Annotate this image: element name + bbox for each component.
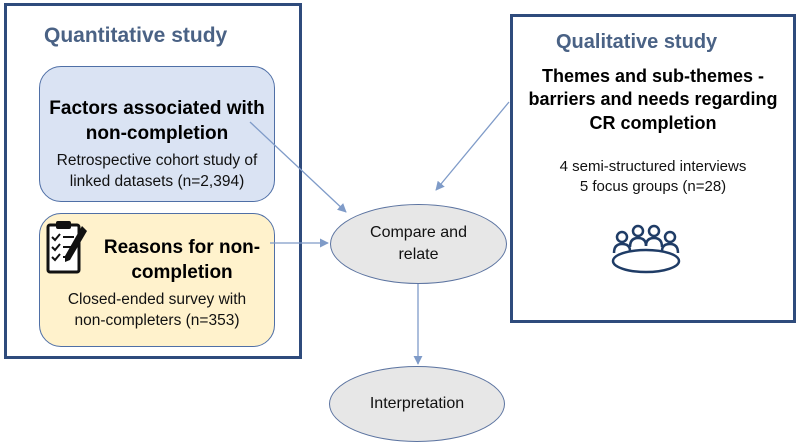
clipboard-checklist-icon [43, 218, 89, 276]
reasons-heading-line1: Reasons for non- [103, 237, 261, 258]
reasons-description-line2: non-completers (n=353) [74, 311, 240, 329]
qualitative-heading-line2: barriers and needs regarding [528, 89, 778, 110]
reasons-description: Closed-ended survey with non-completers … [40, 290, 274, 332]
compare-node-line1: Compare and [370, 224, 467, 242]
reasons-heading-line2: completion [131, 261, 233, 283]
compare-node-line2: relate [398, 246, 439, 263]
interpretation-node: Interpretation [329, 366, 505, 442]
qualitative-study-panel: Qualitative study Themes and sub-themes … [510, 14, 796, 323]
quantitative-study-title: Quantitative study [44, 24, 228, 47]
qualitative-description: 4 semi-structured interviews 5 focus gro… [513, 157, 793, 198]
factors-box: Factors associated with non-completion R… [39, 66, 275, 202]
qualitative-heading-line3: CR completion [589, 112, 717, 133]
arrow-qualitative-to-compare [435, 101, 510, 191]
factors-description-line1: Retrospective cohort study of [56, 152, 258, 169]
reasons-box: Reasons for non- completion Closed-ended… [39, 213, 275, 347]
interpretation-label: Interpretation [369, 395, 465, 413]
factors-description: Retrospective cohort study of linked dat… [40, 151, 274, 193]
quantitative-study-panel: Quantitative study Factors associated wi… [4, 3, 302, 359]
qualitative-study-title: Qualitative study [556, 31, 718, 53]
reasons-description-line1: Closed-ended survey with [67, 291, 247, 308]
factors-heading-line2: non-completion [85, 122, 229, 144]
factors-heading: Factors associated with non-completion [40, 97, 274, 146]
compare-and-relate-node: Compare and relate [330, 204, 507, 284]
reasons-heading: Reasons for non- completion [90, 236, 274, 285]
qualitative-heading-line1: Themes and sub-themes - [541, 66, 765, 86]
focus-group-table-icon [608, 223, 684, 275]
qualitative-heading: Themes and sub-themes - barriers and nee… [513, 65, 793, 135]
factors-description-line2: linked datasets (n=2,394) [69, 172, 245, 190]
arrow-factors-to-compare [249, 121, 347, 213]
factors-heading-line1: Factors associated with [49, 98, 265, 119]
qualitative-description-line2: 5 focus groups (n=28) [579, 178, 727, 196]
qualitative-description-line1: 4 semi-structured interviews [559, 158, 747, 175]
